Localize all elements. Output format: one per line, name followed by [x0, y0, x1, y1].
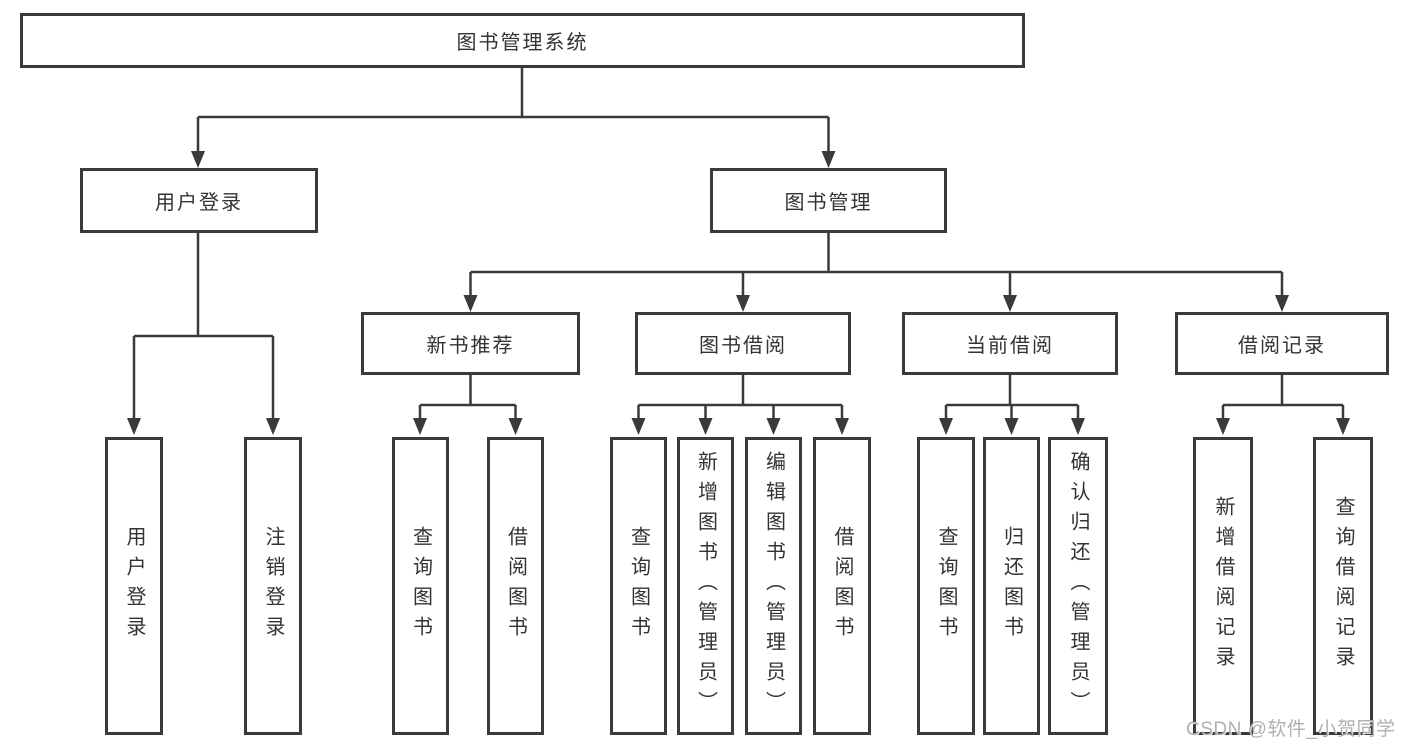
- node-confirm-return-admin: 确认归还（管理员）: [1048, 437, 1108, 735]
- node-current-borrowing: 当前借阅: [902, 312, 1118, 375]
- node-logout: 注销登录: [244, 437, 302, 735]
- node-query-books-recommend: 查询图书: [392, 437, 449, 735]
- node-borrow-books-recommend: 借阅图书: [487, 437, 544, 735]
- node-book-borrowing: 图书借阅: [635, 312, 851, 375]
- node-new-book-recommendation: 新书推荐: [361, 312, 580, 375]
- node-add-borrow-record: 新增借阅记录: [1193, 437, 1253, 735]
- node-borrow-books-borrowing: 借阅图书: [813, 437, 871, 735]
- node-return-books: 归还图书: [983, 437, 1040, 735]
- node-library-system: 图书管理系统: [20, 13, 1025, 68]
- node-edit-books-admin: 编辑图书（管理员）: [745, 437, 802, 735]
- node-user-login-branch: 用户登录: [80, 168, 318, 233]
- node-query-books-current: 查询图书: [917, 437, 975, 735]
- node-book-management: 图书管理: [710, 168, 947, 233]
- node-query-books-borrowing: 查询图书: [610, 437, 667, 735]
- node-add-books-admin: 新增图书（管理员）: [677, 437, 734, 735]
- node-borrowing-records: 借阅记录: [1175, 312, 1389, 375]
- csdn-watermark: CSDN @软件_小贺同学: [1186, 719, 1396, 740]
- node-user-login: 用户登录: [105, 437, 163, 735]
- node-query-borrow-record: 查询借阅记录: [1313, 437, 1373, 735]
